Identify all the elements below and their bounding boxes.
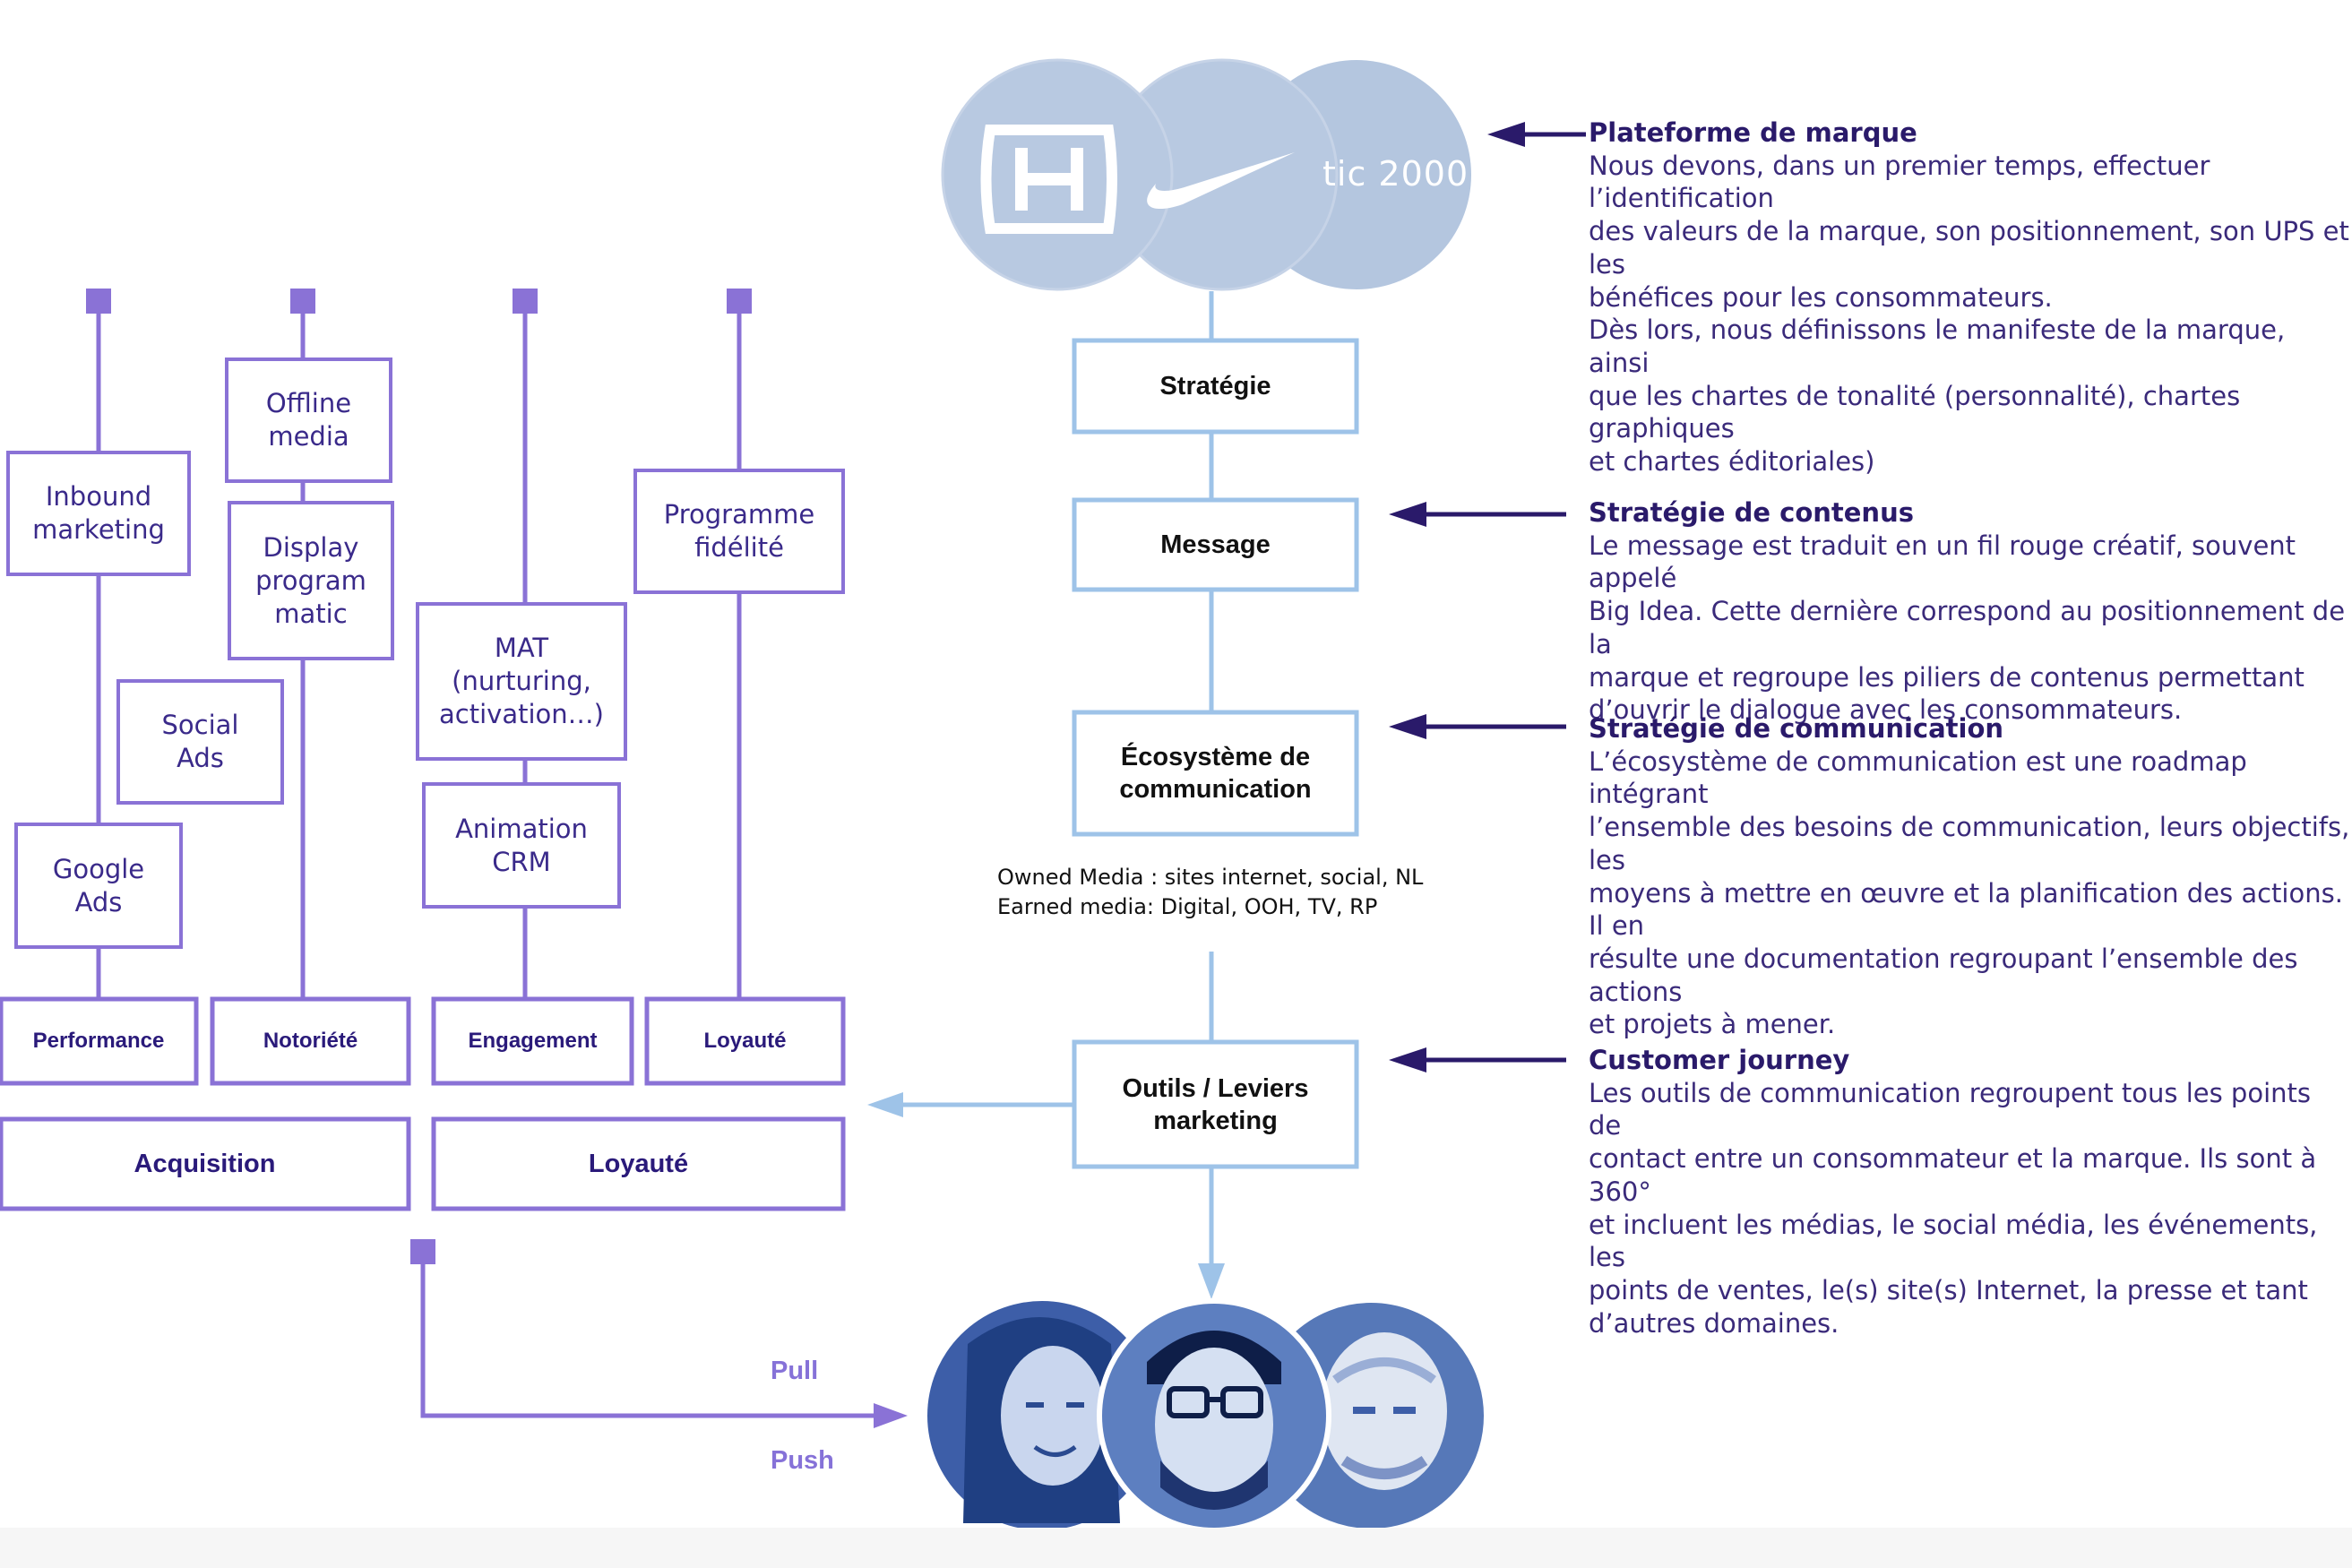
flow-boxes [1072, 338, 1359, 1169]
lever-label-animation-crm: Animation CRM [455, 813, 588, 877]
optic-2000-logo-text: tic 2000 [1322, 154, 1469, 194]
description-plateforme: Plateforme de marque Nous devons, dans u… [1589, 116, 2350, 478]
description-body: Le message est traduit en un fil rouge c… [1589, 530, 2346, 726]
flow-label-message: Message [1160, 530, 1271, 559]
consumer-older-man-face [1322, 1332, 1447, 1490]
arrow-left-icon [1389, 714, 1426, 739]
lever-label-google-ads: Google Ads [52, 853, 145, 918]
lever-box-mat [416, 602, 627, 761]
push-label: Push [771, 1446, 834, 1475]
honda-logo-icon [980, 125, 1117, 234]
lever-box-google-ads [14, 823, 183, 949]
lever-label-display: Display program matic [255, 531, 366, 629]
column-cap [290, 289, 315, 314]
column-cap [86, 289, 111, 314]
category-label-loyaute: Loyauté [703, 1029, 787, 1053]
bottom-strip [0, 1528, 2352, 1568]
flow-connectors [896, 291, 1214, 1265]
pull-push-connector [410, 1239, 908, 1428]
flow-label-strategie: Stratégie [1159, 372, 1271, 401]
lever-box-animation-crm [422, 782, 621, 909]
brand-logos [941, 58, 1471, 291]
description-contenus: Stratégie de contenus Le message est tra… [1589, 496, 2350, 727]
description-title: Customer journey [1589, 1045, 1850, 1075]
category-label-engagement: Engagement [468, 1029, 598, 1053]
lever-box-programme-fidelite [633, 469, 845, 594]
description-title: Stratégie de communication [1589, 713, 2004, 744]
flow-box-ecosysteme [1072, 710, 1359, 837]
description-body: Nous devons, dans un premier temps, effe… [1589, 150, 2349, 478]
flow-box-strategie [1072, 338, 1359, 435]
description-communication: Stratégie de communication L’écosystème … [1589, 712, 2350, 1041]
group-box-acquisition [0, 1116, 411, 1211]
category-label-performance: Performance [32, 1029, 165, 1053]
arrow-down-icon [1198, 1263, 1225, 1299]
column-cap [513, 289, 538, 314]
category-box-loyaute [644, 996, 846, 1086]
description-customer-journey: Customer journey Les outils de communica… [1589, 1044, 2350, 1340]
column-caps [86, 289, 752, 314]
lever-label-mat: MAT (nurturing, activation…) [439, 633, 604, 729]
description-body: Les outils de communication regroupent t… [1589, 1077, 2318, 1339]
media-note-owned: Owned Media : sites internet, social, NL [997, 865, 1424, 890]
consumer-photos [927, 1298, 1487, 1533]
arrow-left-icon [1487, 122, 1525, 147]
lever-box-offline-media [225, 358, 392, 483]
category-label-notoriete: Notoriété [263, 1029, 358, 1053]
lever-label-offline-media: Offline media [265, 388, 352, 452]
group-label-loyaute: Loyauté [588, 1149, 689, 1178]
lever-box-inbound [6, 451, 191, 576]
nike-swoosh-icon [1147, 152, 1295, 210]
lever-label-programme-fidelite: Programme fidélité [663, 499, 815, 563]
category-box-performance [0, 996, 199, 1086]
flow-box-outils [1072, 1039, 1359, 1169]
lever-label-social-ads: Social Ads [161, 710, 239, 773]
flow-label-ecosysteme: Écosystème de communication [1119, 743, 1312, 804]
pull-label: Pull [771, 1357, 819, 1385]
group-label-acquisition: Acquisition [134, 1149, 276, 1178]
category-box-notoriete [210, 996, 411, 1086]
category-box-engagement [431, 996, 634, 1086]
description-title: Stratégie de contenus [1589, 497, 1914, 528]
lever-box-social-ads [116, 679, 284, 805]
media-note-earned: Earned media: Digital, OOH, TV, RP [997, 894, 1378, 919]
description-arrows [1420, 132, 1586, 1063]
column-cap [727, 289, 752, 314]
category-boxes [0, 996, 846, 1211]
flow-box-message [1072, 497, 1359, 592]
consumer-woman-face [1001, 1346, 1105, 1486]
arrow-heads [1389, 122, 1525, 1073]
lever-boxes [6, 358, 845, 949]
group-box-loyaute [431, 1116, 846, 1211]
lever-label-inbound: Inbound marketing [32, 481, 165, 545]
arrow-left-icon [867, 1092, 903, 1117]
flow-label-outils: Outils / Leviers marketing [1122, 1073, 1309, 1135]
description-body: L’écosystème de communication est une ro… [1589, 745, 2350, 1040]
arrow-left-icon [1389, 1047, 1426, 1073]
lever-box-display [228, 501, 394, 660]
arrow-left-icon [1389, 502, 1426, 527]
arrow-right-icon [874, 1403, 908, 1428]
description-title: Plateforme de marque [1589, 117, 1917, 148]
